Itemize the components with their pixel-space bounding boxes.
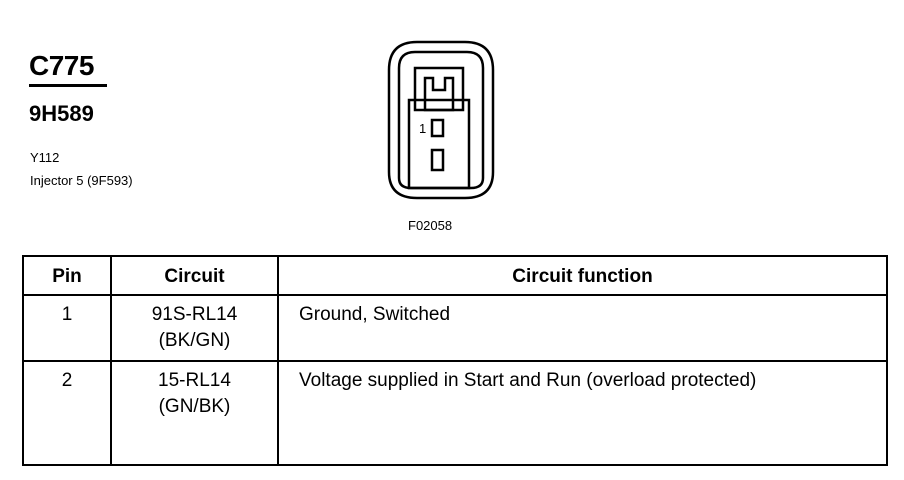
circuit-code: 15-RL14: [158, 370, 231, 391]
table-row: 1 91S-RL14 (BK/GN) Ground, Switched: [22, 294, 888, 362]
header-circuit: Circuit: [110, 255, 279, 296]
header-pin: Pin: [22, 255, 112, 296]
connector-inner-shell: [397, 50, 485, 190]
pin-cell: 1: [22, 294, 112, 362]
function-cell: Voltage supplied in Start and Run (overl…: [277, 360, 888, 466]
connector-face-diagram: 1: [387, 40, 495, 200]
connector-latch: [413, 66, 465, 112]
connector-id-underline: [29, 84, 107, 87]
pin-cavity-1: [430, 118, 445, 138]
wire-color: (GN/BK): [158, 396, 231, 417]
connector-id: C775: [29, 50, 94, 81]
figure-reference: F02058: [408, 218, 453, 233]
circuit-cell: 91S-RL14 (BK/GN): [110, 294, 279, 362]
connector-key: [407, 98, 471, 190]
description-line-2: Injector 5 (9F593): [30, 173, 133, 188]
circuit-code: 91S-RL14: [151, 304, 238, 325]
pin-number-label: 1: [419, 121, 426, 136]
header-circuit-function: Circuit function: [277, 255, 888, 296]
pinout-table: Pin Circuit Circuit function 1 91S-RL14 …: [22, 255, 888, 466]
circuit-cell: 15-RL14 (GN/BK): [110, 360, 279, 466]
function-cell: Ground, Switched: [277, 294, 888, 362]
description-line-1: Y112: [30, 150, 60, 165]
connector-latch-notch: [423, 76, 455, 112]
pin-cell: 2: [22, 360, 112, 466]
pin-cavity-2: [430, 148, 445, 172]
part-number: 9H589: [29, 101, 94, 126]
table-row: 2 15-RL14 (GN/BK) Voltage supplied in St…: [22, 360, 888, 466]
wire-color: (BK/GN): [158, 330, 231, 351]
table-header-row: Pin Circuit Circuit function: [22, 255, 888, 296]
connector-outer-shell: [387, 40, 495, 200]
